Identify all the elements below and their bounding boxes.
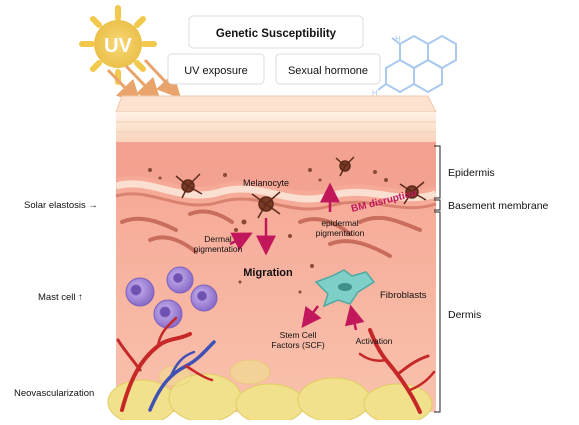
sun-icon: UV xyxy=(79,5,157,85)
scf-label-line1: Stem Cell xyxy=(280,330,317,340)
melanocyte-cell-left xyxy=(175,173,203,199)
epidermal-pigmentation-label-line1: epidermal xyxy=(321,218,358,228)
solar-elastosis-label: Solar elastosis → xyxy=(24,200,98,211)
sun-label: UV xyxy=(104,35,132,57)
mast-cell-4 xyxy=(190,284,218,312)
mast-cell-1 xyxy=(125,277,155,307)
hormone-molecule-icon xyxy=(377,34,457,94)
molecule-atom-h2: H xyxy=(372,89,378,98)
uv-rays xyxy=(106,58,182,105)
neovascularization-label: Neovascularization xyxy=(14,388,94,399)
activation-arrow xyxy=(344,304,365,331)
uv-exposure-label: UV exposure xyxy=(184,65,248,77)
activation-label: Activation xyxy=(356,336,393,346)
basement-membrane-band xyxy=(115,180,438,203)
epidermis-label: Epidermis xyxy=(448,167,495,179)
basement-membrane-label: Basement membrane xyxy=(448,200,549,212)
sexual-hormone-box: Sexual hormone xyxy=(275,53,381,85)
dermal-pigmentation-arrow xyxy=(229,232,253,251)
epidermis-bracket xyxy=(434,145,441,199)
dermal-pigmentation-label-line1: Dermal xyxy=(204,234,232,244)
blood-vessels-left xyxy=(116,316,216,412)
subcutaneous-fat xyxy=(107,359,433,425)
genetic-susceptibility-label: Genetic Susceptibility xyxy=(216,28,337,40)
mast-cell-2 xyxy=(166,266,194,294)
mast-cell-3 xyxy=(153,299,183,329)
melanocyte-label: Melanocyte xyxy=(243,178,289,188)
molecule-atom-h1: H xyxy=(395,35,401,44)
scf-arrow xyxy=(301,305,322,328)
melanin-granules xyxy=(148,168,388,302)
dermis-bracket xyxy=(434,211,441,413)
dermal-pigmentation-label-line2: pigmentation xyxy=(194,244,243,254)
fibroblasts-label: Fibroblasts xyxy=(380,290,427,301)
genetic-susceptibility-box: Genetic Susceptibility xyxy=(188,15,364,49)
process-arrows xyxy=(229,182,365,331)
migration-label: Migration xyxy=(243,267,293,279)
melanocyte-cell-right xyxy=(399,181,427,205)
layer-brackets xyxy=(434,145,441,413)
melanocyte-cell-center xyxy=(251,191,281,219)
dermis-label: Dermis xyxy=(448,309,481,321)
basement-membrane-bracket xyxy=(434,199,441,211)
fibroblast-cell xyxy=(314,269,376,308)
melanocyte-cell-mid xyxy=(335,156,355,177)
blood-vessels-right xyxy=(358,328,436,414)
elastosis-fibres xyxy=(120,209,422,258)
scf-label-line2: Factors (SCF) xyxy=(271,340,325,350)
melanocyte-cells xyxy=(175,156,427,219)
mast-cell-label: Mast cell ↑ xyxy=(38,292,83,303)
mast-cells xyxy=(125,266,218,329)
skin-block xyxy=(107,95,438,425)
uv-exposure-box: UV exposure xyxy=(167,53,265,85)
epidermal-pigmentation-label-line2: pigmentation xyxy=(316,228,365,238)
sexual-hormone-label: Sexual hormone xyxy=(288,65,368,77)
